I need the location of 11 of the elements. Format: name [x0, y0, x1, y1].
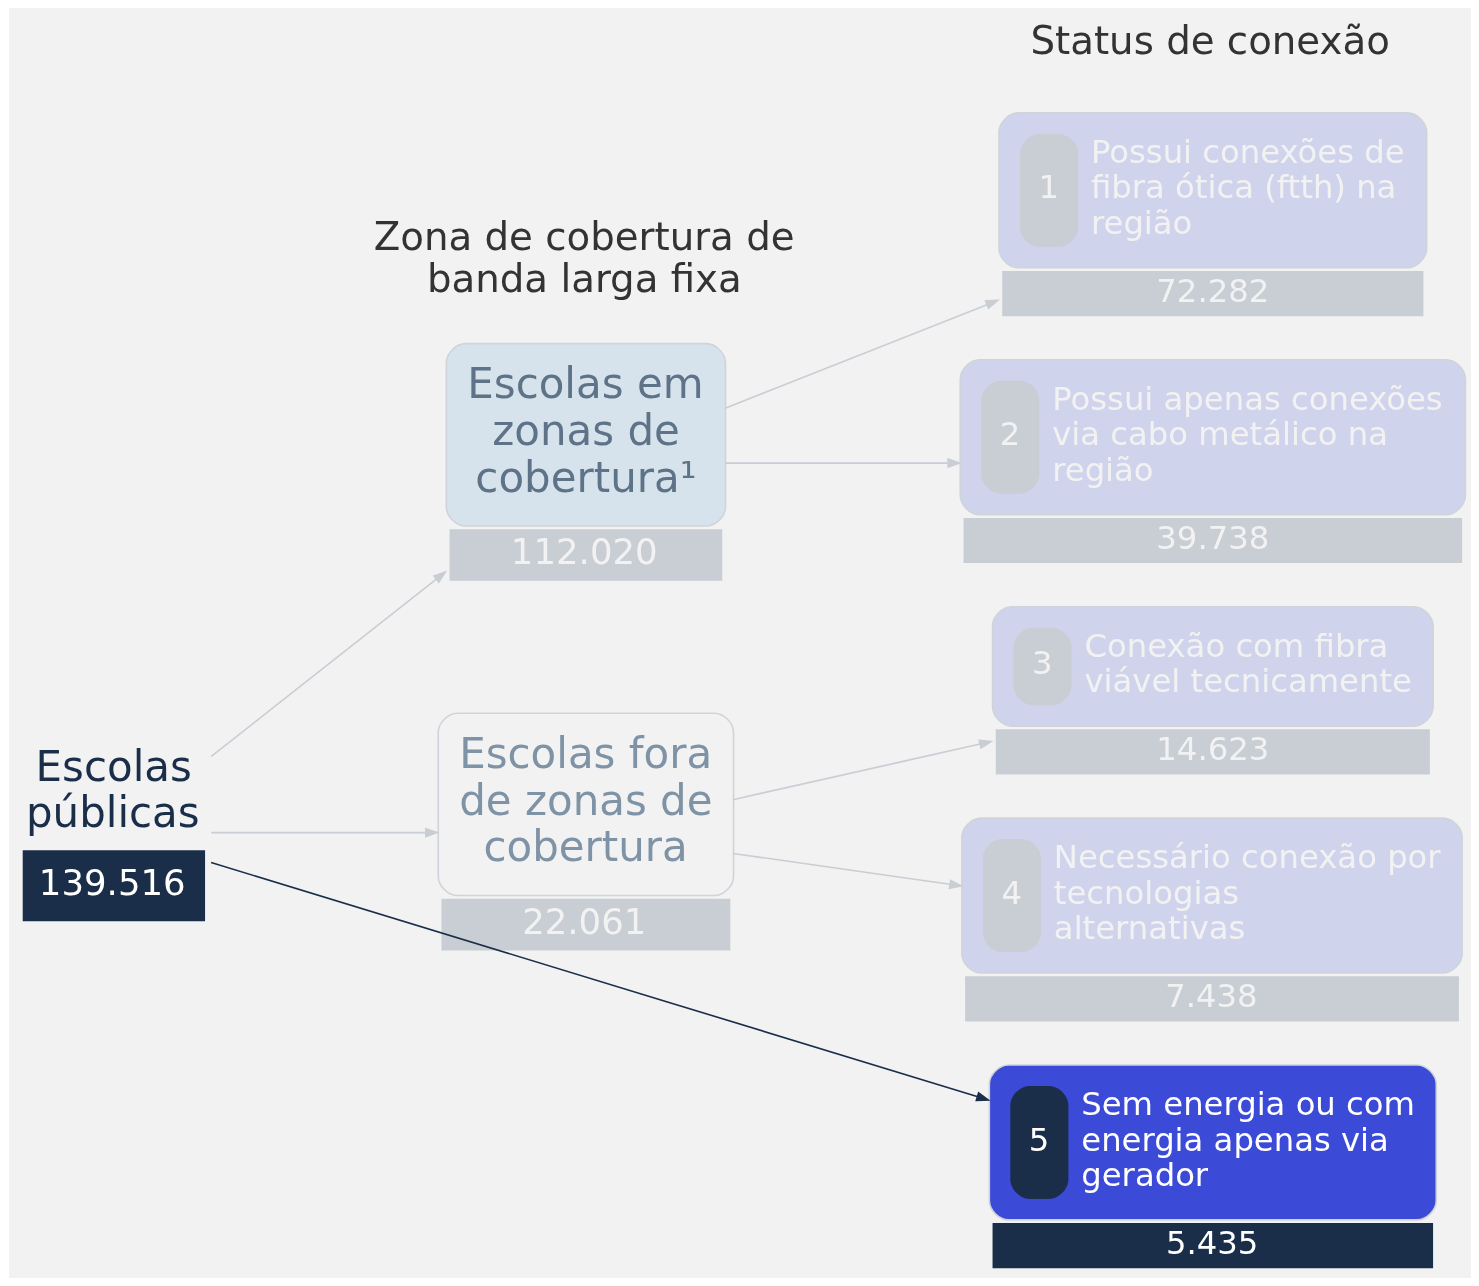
node-box: 139.516	[22, 850, 205, 922]
arrow	[731, 739, 993, 801]
arrow	[209, 570, 447, 758]
arrow	[731, 852, 964, 890]
label: Zona de cobertura de banda larga fixa	[373, 214, 795, 302]
arrow	[723, 458, 962, 469]
arrow	[209, 861, 991, 1102]
arrow	[723, 299, 1000, 410]
arrow	[209, 827, 440, 838]
label: Status de conexão	[1029, 17, 1390, 63]
node-label: Escolas públicas	[25, 741, 200, 838]
